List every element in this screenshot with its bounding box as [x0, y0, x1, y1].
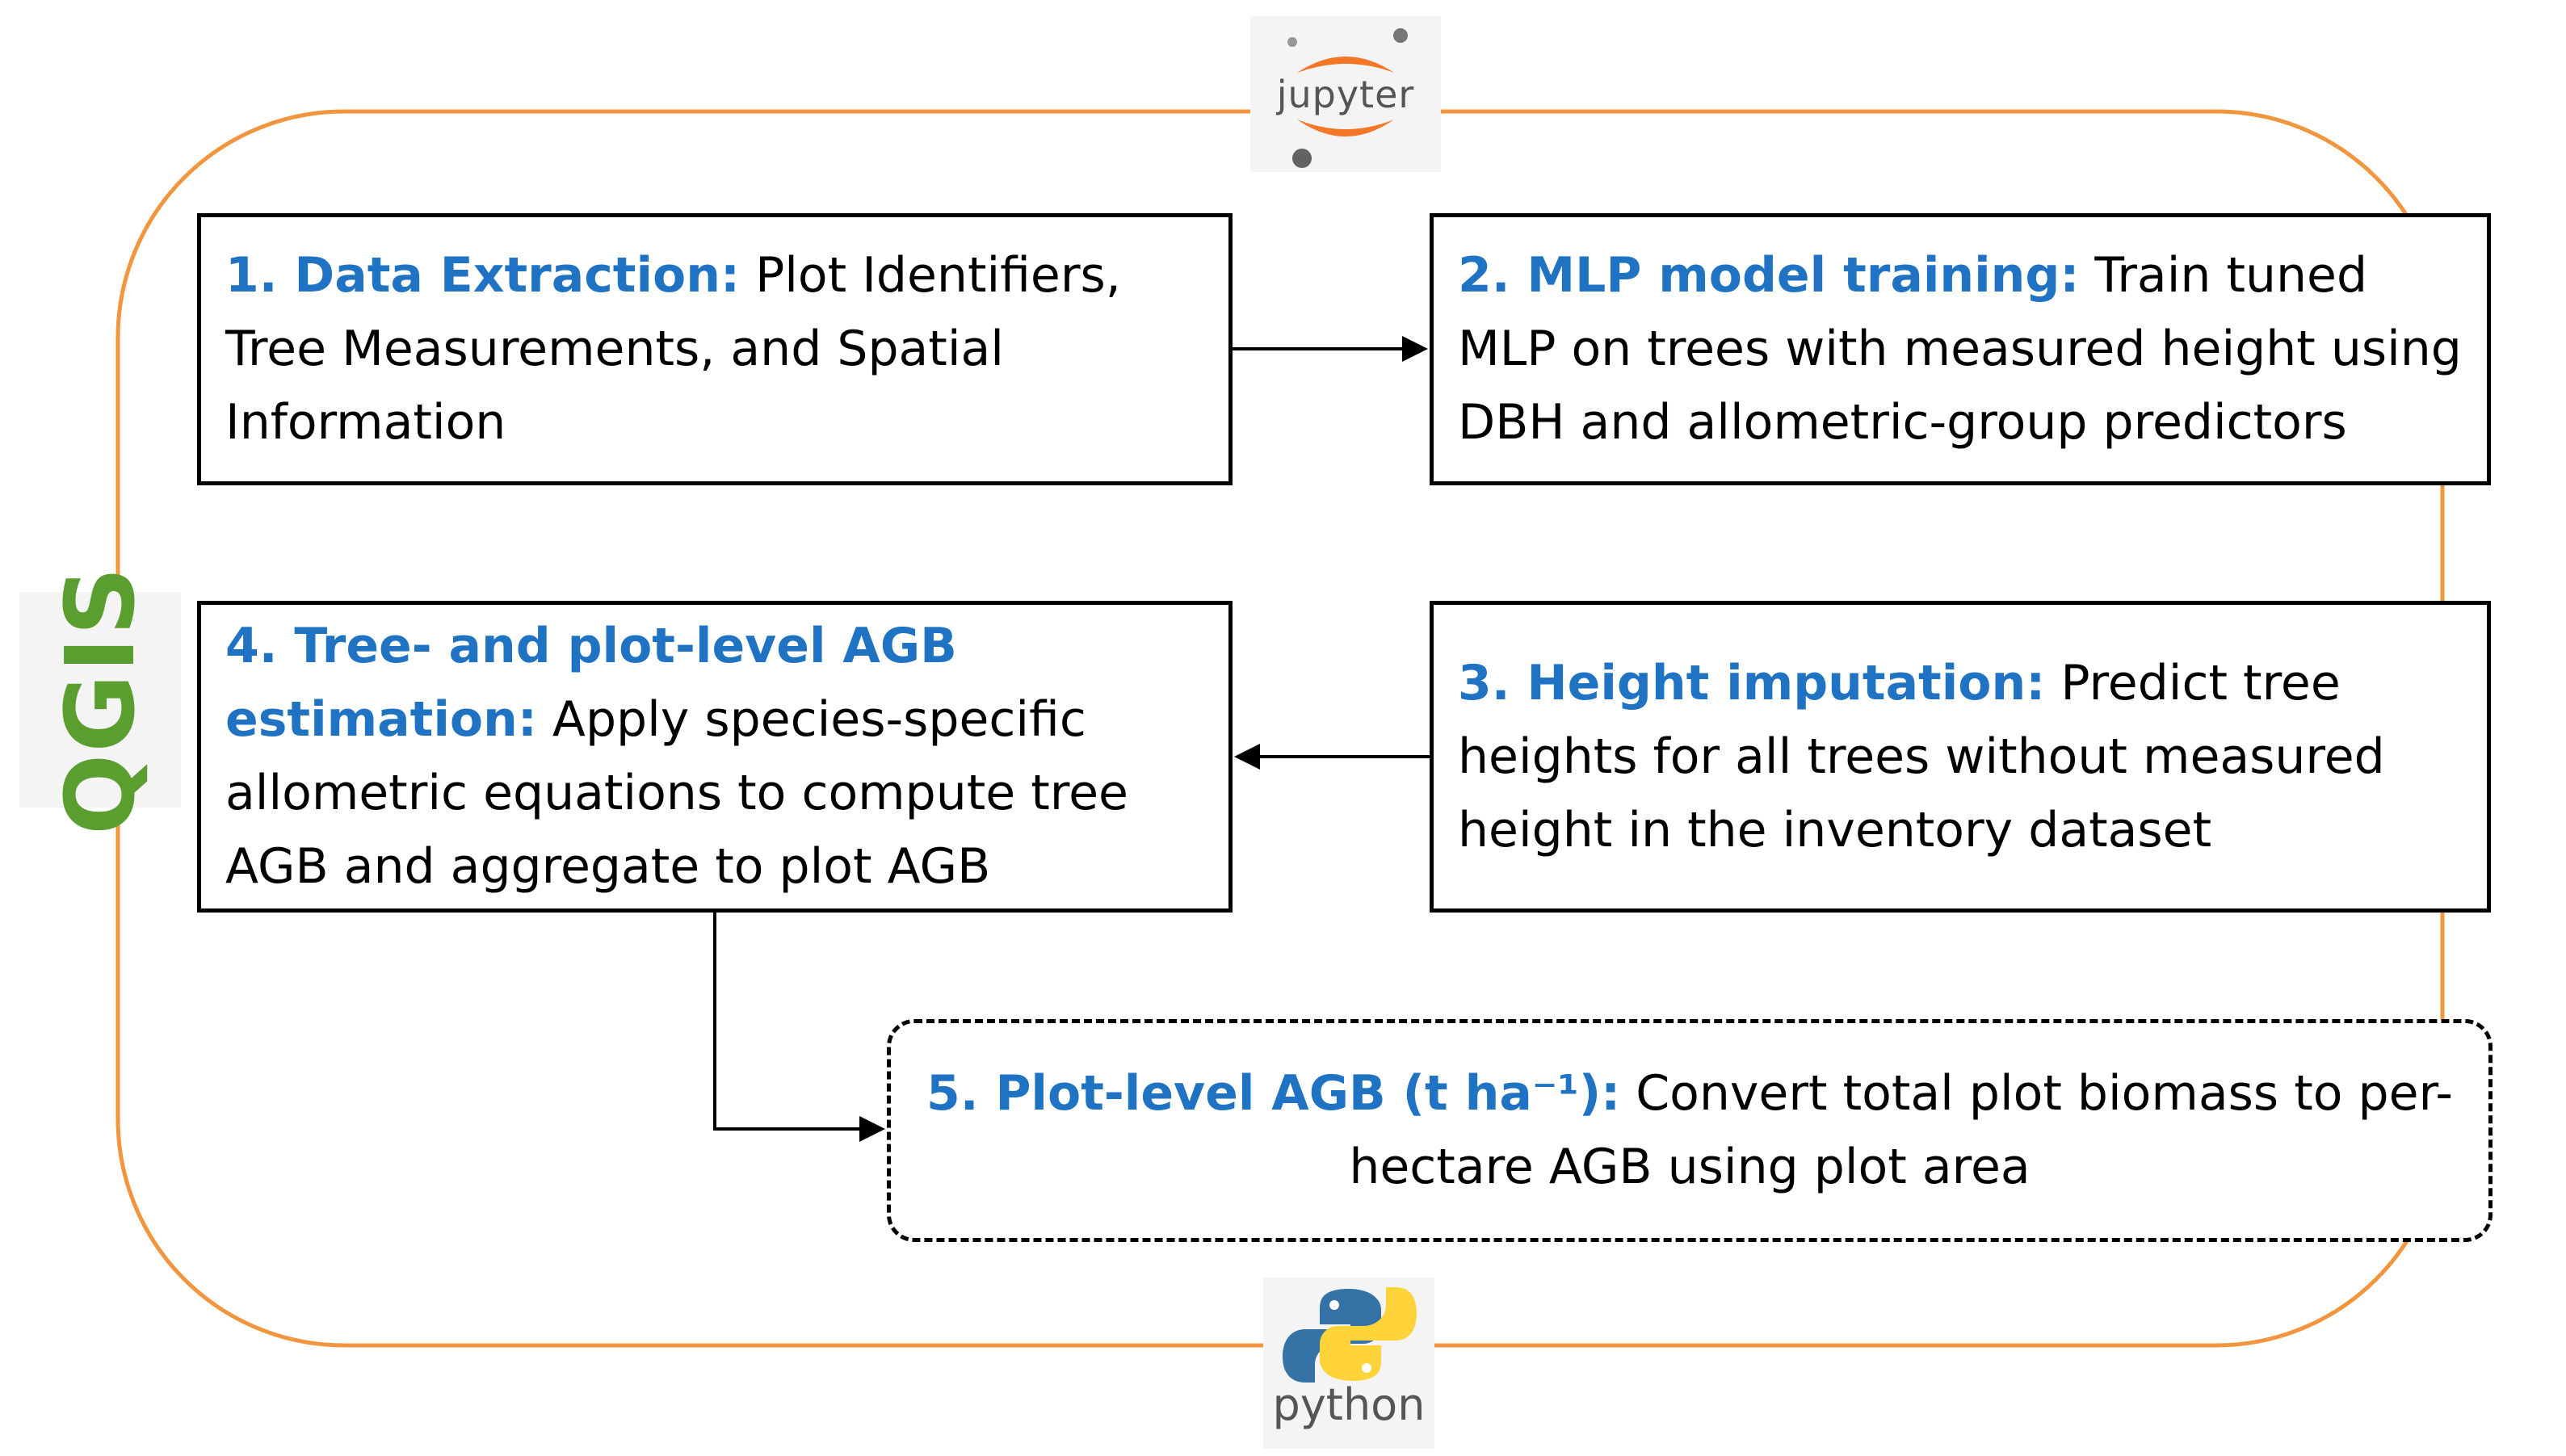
python-label: python — [1272, 1379, 1426, 1430]
python-icon — [1283, 1287, 1417, 1383]
step-3-heading: 3. Height imputation: — [1458, 654, 2046, 711]
jupyter-logo: jupyter — [1250, 16, 1441, 172]
step-5-box: 5. Plot-level AGB (t ha⁻¹): Convert tota… — [887, 1019, 2493, 1242]
step-2-text: Train tuned MLP on trees with measured h… — [1458, 247, 2462, 451]
step-3-box: 3. Height imputation: Predict tree heigh… — [1430, 601, 2491, 913]
step-3-content: 3. Height imputation: Predict tree heigh… — [1458, 647, 2463, 867]
arrow-step4-to-step5 — [713, 913, 885, 1142]
step-4-text: Apply species-specific allometric equati… — [225, 691, 1128, 895]
qgis-logo: QGIS — [19, 564, 181, 835]
python-logo: python — [1263, 1278, 1434, 1449]
step-1-heading: 1. Data Extraction: — [225, 247, 740, 304]
qgis-label: QGIS — [44, 564, 156, 835]
step-2-box: 2. MLP model training: Train tuned MLP o… — [1430, 213, 2491, 485]
step-1-box: 1. Data Extraction: Plot Identifiers, Tr… — [197, 213, 1233, 485]
step-4-content: 4. Tree- and plot-level AGB estimation: … — [225, 610, 1204, 904]
step-2-heading: 2. MLP model training: — [1458, 247, 2080, 304]
step-1-content: 1. Data Extraction: Plot Identifiers, Tr… — [225, 239, 1204, 459]
step-4-box: 4. Tree- and plot-level AGB estimation: … — [197, 601, 1233, 913]
step-3-text: Predict tree heights for all trees witho… — [1458, 654, 2385, 858]
jupyter-label: jupyter — [1276, 73, 1415, 116]
jupyter-icon — [1287, 28, 1408, 168]
step-4-heading: 4. Tree- and plot-level AGB estimation: — [225, 618, 957, 748]
step-5-content: 5. Plot-level AGB (t ha⁻¹): Convert tota… — [915, 1057, 2464, 1204]
step-1-text: Plot Identifiers, Tree Measurements, and… — [225, 247, 1121, 451]
step-5-text: Convert total plot biomass to per-hectar… — [1349, 1065, 2453, 1195]
step-5-heading: 5. Plot-level AGB (t ha⁻¹): — [926, 1065, 1621, 1122]
step-2-content: 2. MLP model training: Train tuned MLP o… — [1458, 239, 2463, 459]
